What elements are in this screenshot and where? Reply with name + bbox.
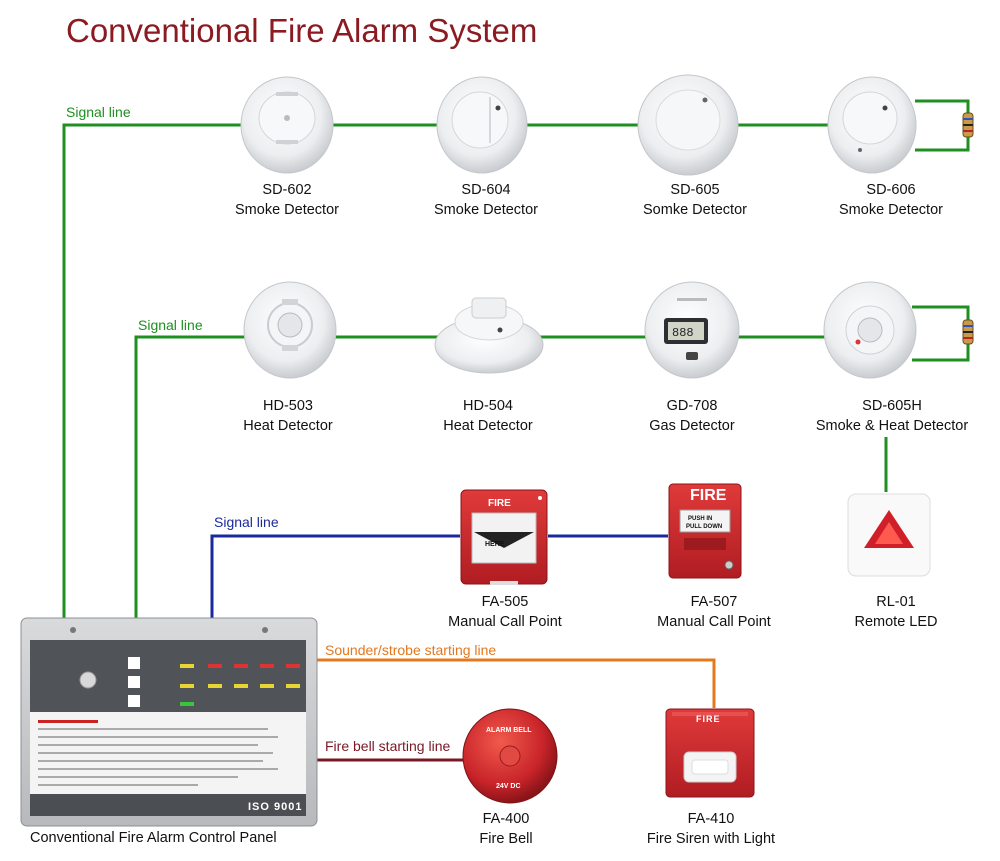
device-model: SD-605 [670,182,720,198]
device-model: FA-400 [482,811,530,827]
svg-text:888: 888 [672,326,694,340]
fa-507-manual-call-point-icon: PUSH IN PULL DOWN [668,483,742,579]
signal-line-3-label: Signal line [214,514,279,530]
fa-410-fire-siren-icon [665,708,755,798]
siren-fire-text: FIRE [696,714,721,724]
svg-text:HERE: HERE [485,541,505,548]
sounder-line [316,658,716,708]
device-name: Fire Siren with Light [646,831,776,847]
device-model: HD-503 [263,398,313,414]
rl-01-remote-led-icon [847,493,931,577]
device-label: SD-606 Smoke Detector [801,180,981,220]
page-title: Conventional Fire Alarm System [66,12,538,49]
signal-line-2-label: Signal line [138,317,203,333]
device-name: Smoke & Heat Detector [815,418,969,434]
device-name: Gas Detector [649,418,735,434]
sd-604-smoke-detector-icon [436,76,528,174]
device-model: GD-708 [666,398,718,414]
fa-400-fire-bell-icon: ALARM BELL 24V DC [462,708,558,804]
device-model: SD-604 [461,182,511,198]
sd-605h-smoke-heat-detector-icon [823,281,917,379]
device-name: Heat Detector [443,418,533,434]
device-name: Heat Detector [243,418,333,434]
device-model: FA-507 [690,594,738,610]
hd-504-heat-detector-icon [434,297,544,374]
device-label: HD-503 Heat Detector [198,396,378,436]
fa-505-manual-call-point-icon: HERE [460,489,548,585]
device-label: SD-605H Smoke & Heat Detector [802,396,982,436]
device-name: Smoke Detector [434,202,538,218]
signal-line-3 [210,534,460,618]
svg-text:ALARM BELL: ALARM BELL [486,727,532,734]
svg-text:24V DC: 24V DC [496,783,521,790]
device-name: Manual Call Point [448,614,562,630]
mcp-fire-text: FIRE [488,498,511,509]
device-label: GD-708 Gas Detector [602,396,782,436]
device-label: HD-504 Heat Detector [398,396,578,436]
device-label: SD-604 Smoke Detector [396,180,576,220]
device-name: Manual Call Point [657,614,771,630]
device-label: SD-602 Smoke Detector [197,180,377,220]
sd-602-smoke-detector-icon [240,76,334,174]
device-model: SD-606 [866,182,916,198]
signal-line-2 [134,335,245,618]
device-model: SD-602 [262,182,312,198]
device-label: SD-605 Somke Detector [605,180,785,220]
device-model: HD-504 [463,398,513,414]
sd-605-smoke-detector-icon [637,74,739,176]
device-label: FA-410 Fire Siren with Light [621,809,801,849]
device-name: Fire Bell [479,831,533,847]
device-model: FA-505 [481,594,529,610]
device-label: FA-507 Manual Call Point [624,592,804,632]
device-label: FA-400 Fire Bell [416,809,596,849]
device-name: Somke Detector [643,202,747,218]
device-label: RL-01 Remote LED [806,592,986,632]
sounder-line-label: Sounder/strobe starting line [325,642,497,658]
device-label: FA-505 Manual Call Point [415,592,595,632]
control-panel-icon [20,617,318,827]
signal-line-1 [62,123,245,618]
panel-caption: Conventional Fire Alarm Control Panel [30,830,277,846]
gd-708-gas-detector-icon: 888 [644,281,740,379]
device-name: Smoke Detector [235,202,339,218]
device-model: SD-605H [862,398,922,414]
device-model: RL-01 [876,594,916,610]
eol-resistor-loop-2 [912,305,970,362]
sd-606-smoke-detector-icon [827,76,917,174]
device-name: Remote LED [854,614,938,630]
fire-bell-line-label: Fire bell starting line [325,738,451,754]
device-model: FA-410 [687,811,735,827]
svg-text:PULL DOWN: PULL DOWN [686,524,722,530]
fa507-fire-text: FIRE [690,487,727,504]
eol-resistor-loop-1 [915,99,970,152]
panel-iso-text: ISO 9001 [248,801,303,813]
signal-line-1-label: Signal line [66,104,131,120]
device-name: Smoke Detector [839,202,943,218]
hd-503-heat-detector-icon [243,281,337,379]
svg-text:PUSH IN: PUSH IN [688,516,712,522]
